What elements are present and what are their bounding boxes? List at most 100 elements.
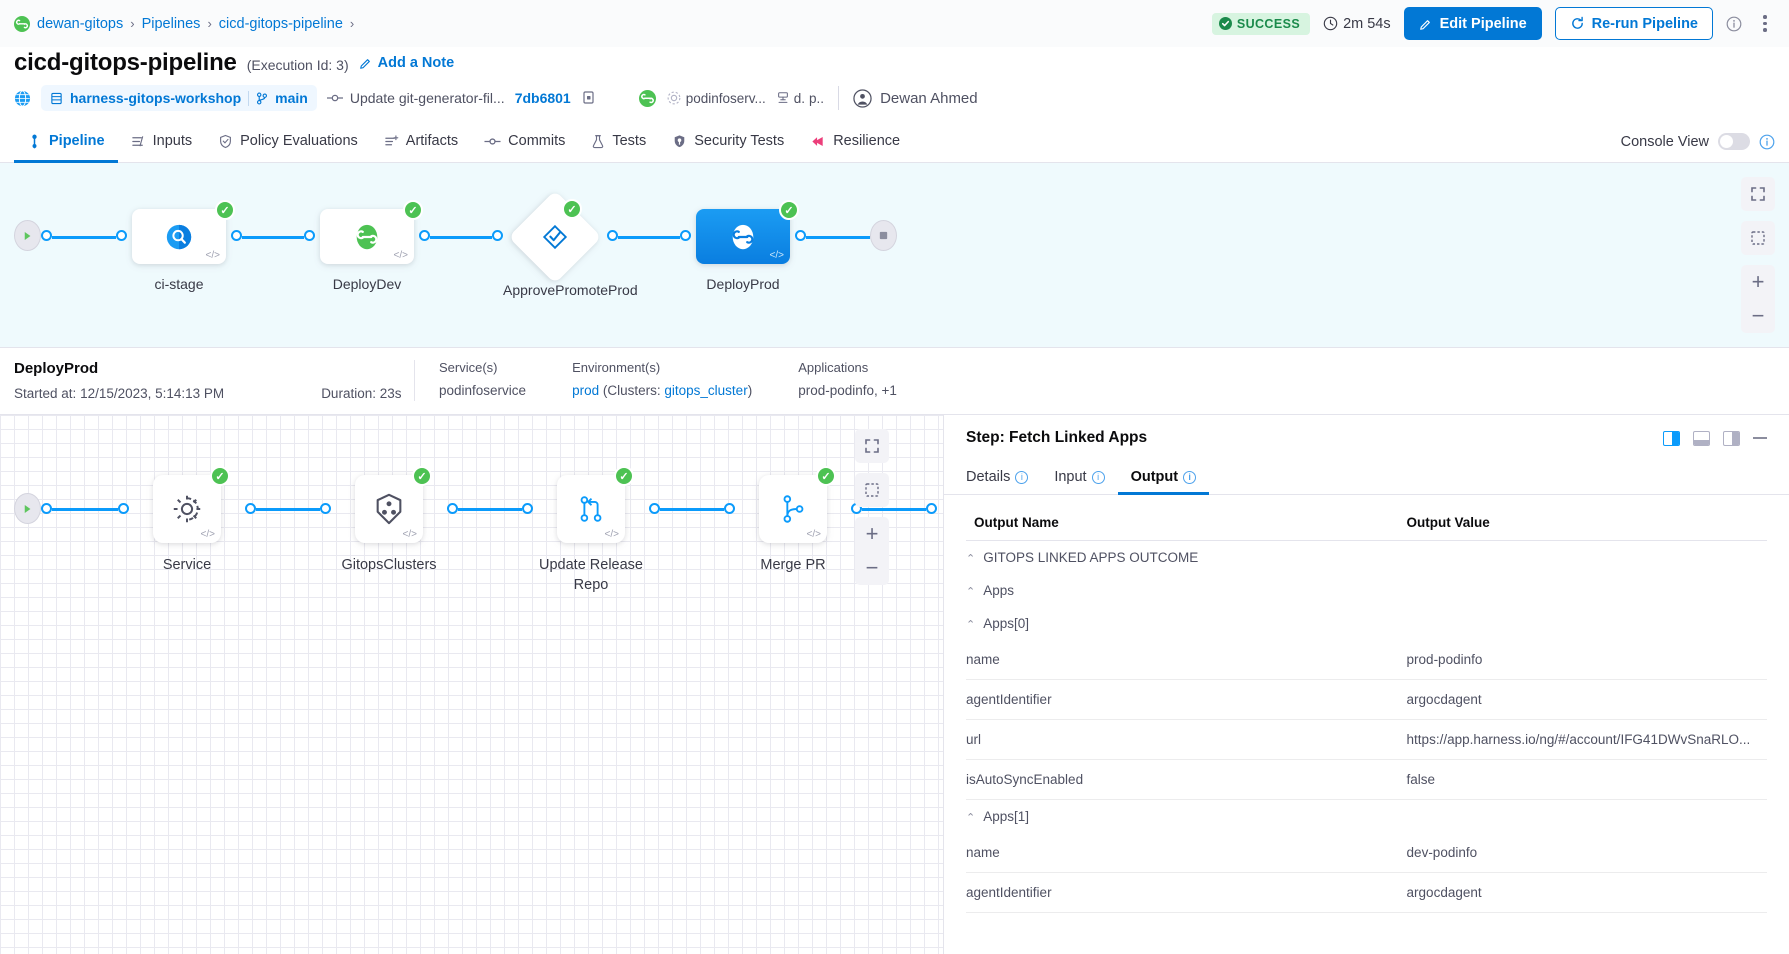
chevron-up-icon[interactable]: ⌃ [966,553,976,565]
step-node-fetch-linked-apps[interactable]: ✓ </> Fetch Linked Apps [937,475,943,595]
output-group-row[interactable]: ⌃Apps[1] [966,799,1767,833]
info-icon[interactable]: i [1091,470,1105,484]
code-icon: </> [393,250,408,261]
repository-icon [50,92,63,105]
tab-artifacts[interactable]: Artifacts [371,122,471,163]
stage-node-ci-stage[interactable]: ✓ </> ci-stage [127,200,235,293]
step-node-box[interactable]: ✓ </> [557,466,634,543]
approval-icon [542,224,568,250]
tab-policy-evaluations[interactable]: Policy Evaluations [205,122,371,163]
output-value-cell: prod-podinfo [1406,640,1767,680]
table-header-row: Output Name Output Value [966,507,1767,541]
stage-node-box[interactable]: ✓ </> [132,200,235,264]
stage-node-deploydev[interactable]: ✓ </> DeployDev [315,200,423,293]
tab-security-tests[interactable]: Security Tests [659,122,797,163]
tab-input[interactable]: Input i [1041,462,1117,495]
zoom-out-icon[interactable]: − [865,555,879,580]
chevron-up-icon[interactable]: ⌃ [966,812,976,824]
info-icon[interactable]: i [1015,470,1029,484]
tab-output[interactable]: Output i [1117,462,1210,495]
output-name-cell: ⌃Apps[0] [966,607,1407,640]
fit-to-screen-icon[interactable] [1741,221,1775,255]
step-node-box[interactable]: ✓ </> [153,466,230,543]
edit-pipeline-label: Edit Pipeline [1439,15,1527,32]
breadcrumb-item-pipelines[interactable]: Pipelines [141,15,201,32]
fullscreen-icon[interactable] [855,429,889,463]
breadcrumb-item-pipeline[interactable]: cicd-gitops-pipeline [218,15,343,32]
more-options-icon[interactable] [1755,12,1775,36]
title-row: cicd-gitops-pipeline (Execution Id: 3) A… [0,47,1789,77]
edit-pipeline-button[interactable]: Edit Pipeline [1403,7,1542,40]
fullscreen-icon[interactable] [1741,177,1775,211]
flow-edge [458,508,522,511]
info-icon[interactable]: i [1183,470,1197,484]
environment-value-row: prod (Clusters: gitops_cluster) [572,383,752,398]
stage-graph-canvas[interactable]: + − ✓ </> ci-stage [0,163,1789,348]
split-right-icon[interactable] [1663,430,1680,446]
output-name-cell: isAutoSyncEnabled [966,759,1407,800]
panel-tab-bar: Details i Input i Output i [944,461,1789,495]
output-value-cell[interactable]: https://app.harness.io/ng/#/account/IFG4… [1406,719,1767,760]
tab-label: Pipeline [49,133,105,149]
stage-node-deployprod[interactable]: ✓ </> DeployProd [691,200,799,293]
top-bar: dewan-gitops › Pipelines › cicd-gitops-p… [0,0,1789,47]
step-graph-canvas[interactable]: + − ✓ </> [0,415,944,954]
service-link[interactable]: podinfoservice [439,383,527,398]
tab-details[interactable]: Details i [966,462,1041,495]
output-group-row[interactable]: ⌃Apps[0] [966,607,1767,640]
tab-label: Output [1130,469,1179,485]
repo-branch-chip[interactable]: harness-gitops-workshop main [41,85,317,111]
applications-more-count[interactable]: +1 [881,383,897,398]
info-icon[interactable] [1726,16,1742,32]
environment-link[interactable]: prod [572,383,600,398]
flow-edge [862,508,926,511]
rerun-pipeline-button[interactable]: Re-run Pipeline [1554,7,1713,40]
tab-tests[interactable]: Tests [578,122,659,163]
environment-icon [776,91,790,105]
commit-hash[interactable]: 7db6801 [514,90,571,106]
step-node-box[interactable]: ✓ </> [355,466,432,543]
globe-icon [14,89,31,107]
step-node-service[interactable]: ✓ </> Service [129,466,245,575]
step-node-merge-pr[interactable]: ✓ </> Merge PR [735,466,851,575]
fit-to-screen-icon[interactable] [855,473,889,507]
stage-node-diamond[interactable] [508,189,602,284]
add-note-button[interactable]: Add a Note [359,55,455,71]
tab-commits[interactable]: Commits [471,122,578,163]
tab-resilience[interactable]: Resilience [797,122,913,163]
copy-icon[interactable] [581,90,597,106]
flow-connector-dot [245,503,256,514]
stage-node-box[interactable]: ✓ </> [696,200,799,264]
chevron-up-icon[interactable]: ⌃ [966,619,976,631]
split-bottom-icon[interactable] [1693,430,1710,446]
minimize-icon[interactable] [1753,437,1767,439]
info-icon[interactable] [1759,134,1775,150]
tab-inputs[interactable]: Inputs [118,122,206,163]
add-note-label: Add a Note [377,55,455,71]
step-node-box[interactable]: ✓ </> [759,466,836,543]
output-group-row[interactable]: ⌃GITOPS LINKED APPS OUTCOME [966,541,1767,575]
kubernetes-icon [372,492,406,526]
split-panel-icon[interactable] [1723,430,1740,446]
console-view-toggle[interactable] [1718,133,1750,150]
output-value-cell: argocdagent [1406,872,1767,913]
step-node-gitopsclusters[interactable]: ✓ </> GitopsClusters [331,466,447,575]
step-flow: ✓ </> Service ✓ [14,466,943,595]
tab-pipeline[interactable]: Pipeline [14,122,118,163]
flow-edge [618,236,680,239]
cluster-link[interactable]: gitops_cluster [664,383,748,398]
avatar [853,88,872,108]
user-name: Dewan Ahmed [880,89,978,107]
execution-meta-row: harness-gitops-workshop main Update git-… [0,77,1789,121]
chevron-up-icon[interactable]: ⌃ [966,586,976,598]
zoom-in-icon[interactable]: + [865,521,879,546]
stage-node-approvepromoteprod[interactable]: ✓ ApprovePromoteProd [503,189,638,299]
zoom-in-icon[interactable]: + [1751,269,1765,294]
output-group-row[interactable]: ⌃Apps [966,574,1767,607]
flow-edge [430,236,492,239]
zoom-out-icon[interactable]: − [1751,303,1765,328]
output-table-scroll[interactable]: Output Name Output Value ⌃GITOPS LINKED … [944,495,1789,954]
stage-node-box[interactable]: ✓ </> [320,200,423,264]
step-node-update-release-repo[interactable]: ✓ </> Update Release Repo [533,466,649,595]
breadcrumb-item-project[interactable]: dewan-gitops [37,15,124,32]
